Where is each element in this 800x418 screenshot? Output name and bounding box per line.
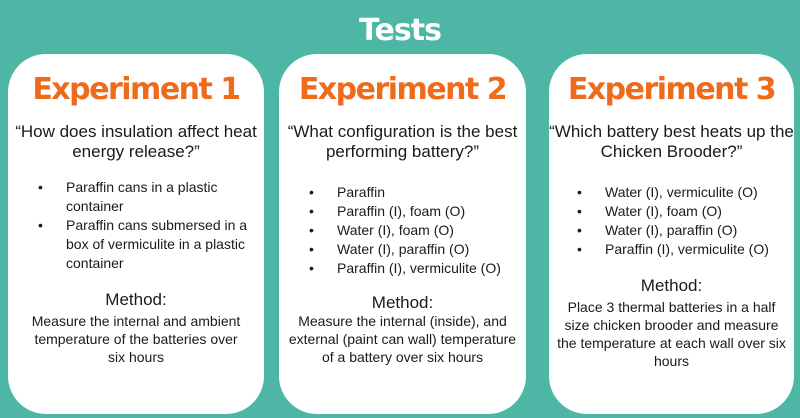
- list-item: • Paraffin (I), vermiculite (O): [577, 240, 792, 259]
- bullet-icon: •: [577, 203, 582, 219]
- list-item: • Paraffin: [309, 183, 524, 202]
- bullet-icon: •: [577, 184, 582, 200]
- bullet-icon: •: [577, 222, 582, 238]
- experiment-3-bullet-list: • Water (I), vermiculite (O) • Water (I), …: [577, 183, 792, 259]
- experiment-2-bullet-list: • Paraffin • Paraffin (I), foam (O) • Water…: [309, 183, 524, 278]
- list-item-text: Paraffin cans submersed in a box of verm…: [66, 217, 248, 271]
- list-item: • Water (I), foam (O): [577, 202, 792, 221]
- bullet-icon: •: [309, 241, 314, 257]
- bullet-icon: •: [38, 217, 43, 233]
- experiment-1-method-text: Measure the internal and ambient tempera…: [31, 313, 241, 365]
- list-item: • Water (I), vermiculite (O): [577, 183, 792, 202]
- list-item-text: Water (I), paraffin (O): [337, 241, 470, 257]
- experiment-3-method-text: Place 3 thermal batteries in a half size…: [557, 299, 786, 369]
- list-item: • Water (I), paraffin (O): [577, 221, 792, 240]
- page-title: Tests: [359, 13, 442, 48]
- experiment-1-bullet-list: • Paraffin cans in a plastic container • P…: [38, 178, 258, 273]
- list-item: • Water (I), paraffin (O): [309, 240, 524, 259]
- list-item: • Water (I), foam (O): [309, 221, 524, 240]
- bullet-icon: •: [309, 203, 314, 219]
- list-item-text: Paraffin (I), foam (O): [337, 203, 466, 219]
- bullet-icon: •: [309, 222, 314, 238]
- list-item-text: Paraffin (I), vermiculite (O): [605, 241, 769, 257]
- experiment-3-method-label: Method:: [640, 276, 703, 295]
- list-item-text: Water (I), vermiculite (O): [605, 184, 758, 200]
- list-item-text: Paraffin (I), vermiculite (O): [337, 260, 501, 276]
- experiment-card-1: Experiment 1 “How does insulation affect…: [8, 54, 264, 414]
- experiment-card-2: Experiment 2 “What configuration is the …: [279, 54, 526, 414]
- experiment-3-title: Experiment 3: [567, 72, 777, 107]
- experiment-card-3: Experiment 3 “Which battery best heats u…: [549, 54, 794, 414]
- list-item: • Paraffin (I), foam (O): [309, 202, 524, 221]
- list-item-text: Paraffin: [337, 184, 385, 200]
- list-item: • Paraffin cans submersed in a box of ver…: [38, 216, 258, 273]
- list-item-text: Water (I), paraffin (O): [605, 222, 738, 238]
- experiment-1-title: Experiment 1: [32, 72, 241, 107]
- experiment-2-method-text: Measure the internal (inside), and exter…: [288, 313, 517, 365]
- list-item-text: Water (I), foam (O): [337, 222, 454, 238]
- bullet-icon: •: [309, 184, 314, 200]
- experiment-1-method-label: Method:: [105, 290, 167, 309]
- experiment-3-question: “Which battery best heats up the Chicken…: [549, 122, 794, 161]
- experiment-1-question: “How does insulation affect heat energy …: [15, 122, 257, 161]
- list-item: • Paraffin (I), vermiculite (O): [309, 259, 524, 278]
- list-item-text: Paraffin cans in a plastic container: [66, 179, 218, 214]
- list-item-text: Water (I), foam (O): [605, 203, 722, 219]
- bullet-icon: •: [38, 179, 43, 195]
- experiment-2-title: Experiment 2: [298, 72, 508, 107]
- list-item: • Paraffin cans in a plastic container: [38, 178, 258, 216]
- experiment-2-question: “What configuration is the best performi…: [287, 122, 518, 161]
- bullet-icon: •: [309, 260, 314, 276]
- experiment-2-method-label: Method:: [371, 293, 434, 312]
- bullet-icon: •: [577, 241, 582, 257]
